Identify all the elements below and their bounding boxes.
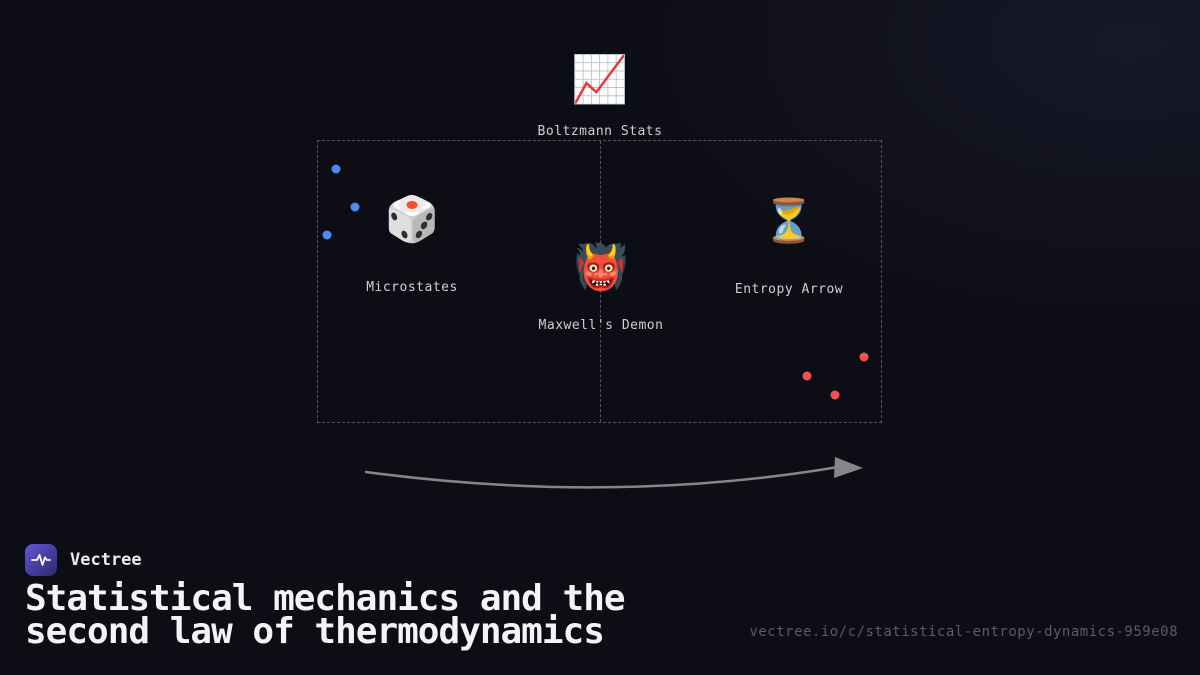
time-arrow: [364, 457, 863, 489]
hourglass-icon: ⏳: [762, 196, 816, 245]
node-entropy-arrow: ⏳ Entropy Arrow: [734, 196, 844, 298]
phase-space-box: [317, 140, 882, 423]
page-title: Statistical mechanics and the second law…: [25, 581, 626, 650]
pulse-wave-icon: [31, 554, 51, 566]
ogre-demon-icon: 👹: [573, 242, 629, 293]
node-maxwells-demon: 👹 Maxwell's Demon: [538, 242, 664, 334]
page-url: vectree.io/c/statistical-entropy-dynamic…: [749, 624, 1178, 640]
vectree-logo: [25, 544, 57, 576]
gas-particle-blue: [331, 164, 341, 174]
node-maxwells-demon-label: Maxwell's Demon: [538, 318, 664, 333]
gas-particle-blue: [350, 202, 360, 212]
chart-increasing-icon: 📈: [571, 52, 629, 106]
node-microstates: 🎲 Microstates: [366, 194, 458, 296]
brand-name: Vectree: [70, 550, 142, 570]
node-microstates-label: Microstates: [366, 280, 458, 295]
gas-particle-red: [830, 390, 840, 400]
partition-divider: [600, 141, 601, 422]
gas-particle-blue: [322, 230, 332, 240]
game-die-icon: 🎲: [384, 194, 440, 245]
brand-row: Vectree: [25, 544, 142, 576]
arrowhead-icon: [834, 457, 863, 478]
gas-particle-red: [802, 371, 812, 381]
page-title-line2: second law of thermodynamics: [25, 611, 605, 652]
node-entropy-arrow-label: Entropy Arrow: [734, 282, 844, 297]
node-boltzmann-stats-label: Boltzmann Stats: [537, 124, 663, 139]
node-boltzmann-stats: 📈 Boltzmann Stats: [538, 56, 663, 139]
page-title-line1: Statistical mechanics and the: [25, 578, 626, 619]
gas-particle-red: [859, 352, 869, 362]
